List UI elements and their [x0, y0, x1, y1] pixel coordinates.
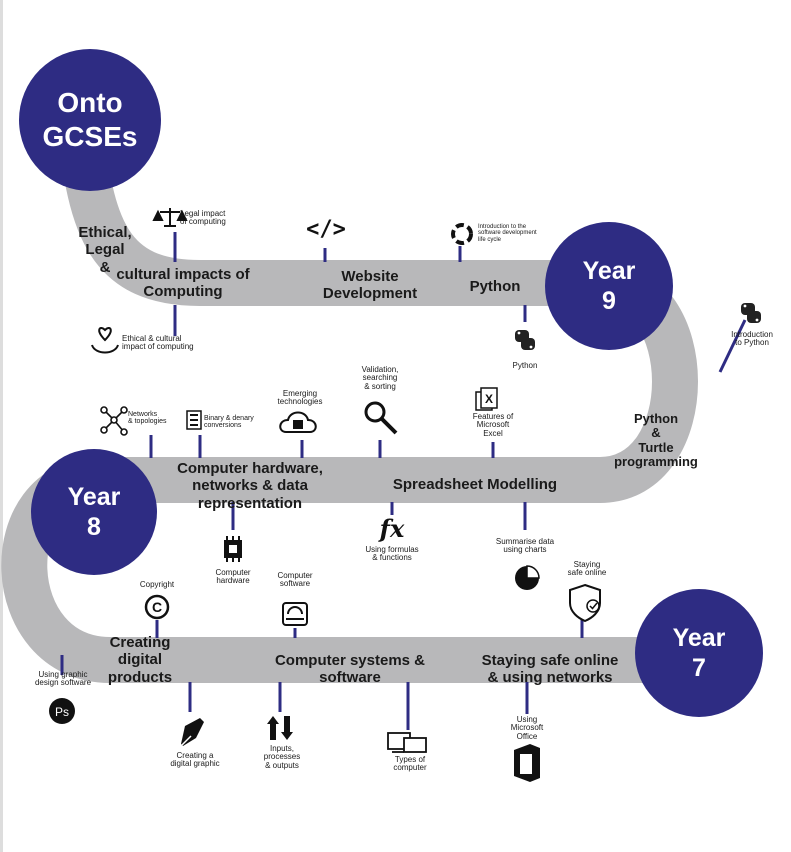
binary-icon	[186, 410, 202, 430]
scales-icon	[152, 208, 188, 227]
topic-cultural-impacts: cultural impacts of Computing	[116, 266, 250, 301]
svg-text:C: C	[152, 599, 162, 615]
subtopic-graphic-software: Using graphic design software	[34, 670, 92, 688]
cloud-chip-icon	[279, 411, 317, 433]
topic-spreadsheet-modelling: Spreadsheet Modelling	[392, 476, 558, 493]
subtopic-networks: Networks & topologies	[128, 411, 167, 426]
road-path	[1, 117, 698, 683]
fx-icon: fx	[378, 514, 405, 543]
excel-icon: X	[475, 387, 498, 411]
code-icon: </>	[306, 217, 346, 242]
topic-creating-digital-products: Creating digital products	[107, 634, 173, 686]
left-border	[0, 0, 3, 852]
python-logo-icon	[515, 330, 535, 350]
subtopic-python: Python	[512, 361, 538, 370]
subtopic-safe-online: Staying safe online	[567, 560, 607, 578]
magnifier-icon	[364, 401, 398, 435]
subtopic-charts: Summarise data using charts	[495, 537, 555, 555]
heart-hands-icon	[91, 327, 119, 354]
network-nodes-icon	[100, 406, 128, 436]
office-icon	[514, 744, 540, 782]
photoshop-icon: Ps	[49, 698, 75, 724]
topic-staying-safe: Staying safe online & using networks	[481, 652, 619, 687]
subtopic-microsoft-office: Using Microsoft Office	[510, 715, 544, 741]
subtopic-copyright: Copyright	[139, 580, 175, 589]
subtopic-inputs-outputs: Inputs, processes & outputs	[263, 744, 301, 770]
computer-icon	[387, 732, 427, 753]
subtopic-types-of-computer: Types of computer	[393, 755, 427, 773]
cycle-icon	[451, 223, 473, 245]
python-intro-logo-icon	[741, 303, 761, 323]
pen-nib-icon	[180, 718, 204, 747]
topic-computer-hardware: Computer hardware, networks & data repre…	[177, 460, 323, 512]
chip-icon	[224, 536, 242, 562]
subtopic-digital-graphic: Creating a digital graphic	[170, 751, 220, 769]
topic-python: Python	[469, 278, 521, 295]
subtopic-computer-hardware: Computer hardware	[215, 568, 251, 586]
svg-text:Ps: Ps	[55, 705, 69, 719]
subtopic-legal-impact: Legal impact of computing	[180, 209, 226, 227]
milestone-year-8: Year 8	[31, 449, 157, 575]
connector-intro-python	[718, 319, 747, 373]
subtopic-validation: Validation, searching & sorting	[361, 365, 399, 391]
subtopic-ethical-cultural: Ethical & cultural impact of computing	[122, 334, 194, 352]
milestone-year-9: Year 9	[545, 222, 673, 350]
subtopic-excel-features: Features of Microsoft Excel	[472, 412, 514, 438]
subtopic-sdlc: Introduction to the software development…	[478, 224, 537, 243]
up-down-arrows-icon	[267, 716, 293, 740]
milestone-year-7: Year 7	[635, 589, 763, 717]
svg-text:X: X	[485, 392, 493, 406]
subtopic-computer-software: Computer software	[277, 571, 313, 589]
pie-chart-icon	[515, 565, 540, 590]
subtopic-binary: Binary & denary conversions	[204, 415, 254, 430]
milestone-onto-gcses: Onto GCSEs	[19, 49, 161, 191]
subtopic-emerging: Emerging technologies	[277, 389, 323, 407]
topic-computer-systems: Computer systems & software	[274, 652, 426, 687]
topic-ethical: Ethical, Legal &	[78, 224, 132, 276]
topic-python-turtle: Python & Turtle programming	[614, 411, 698, 469]
copyright-icon: C	[144, 594, 170, 620]
topic-website-development: Website Development	[322, 268, 418, 303]
shield-check-icon	[569, 583, 601, 623]
subtopic-intro-python: Introduction to Python	[731, 330, 773, 348]
subtopic-formulas: Using formulas & functions	[365, 545, 419, 563]
software-disk-icon	[282, 602, 308, 626]
